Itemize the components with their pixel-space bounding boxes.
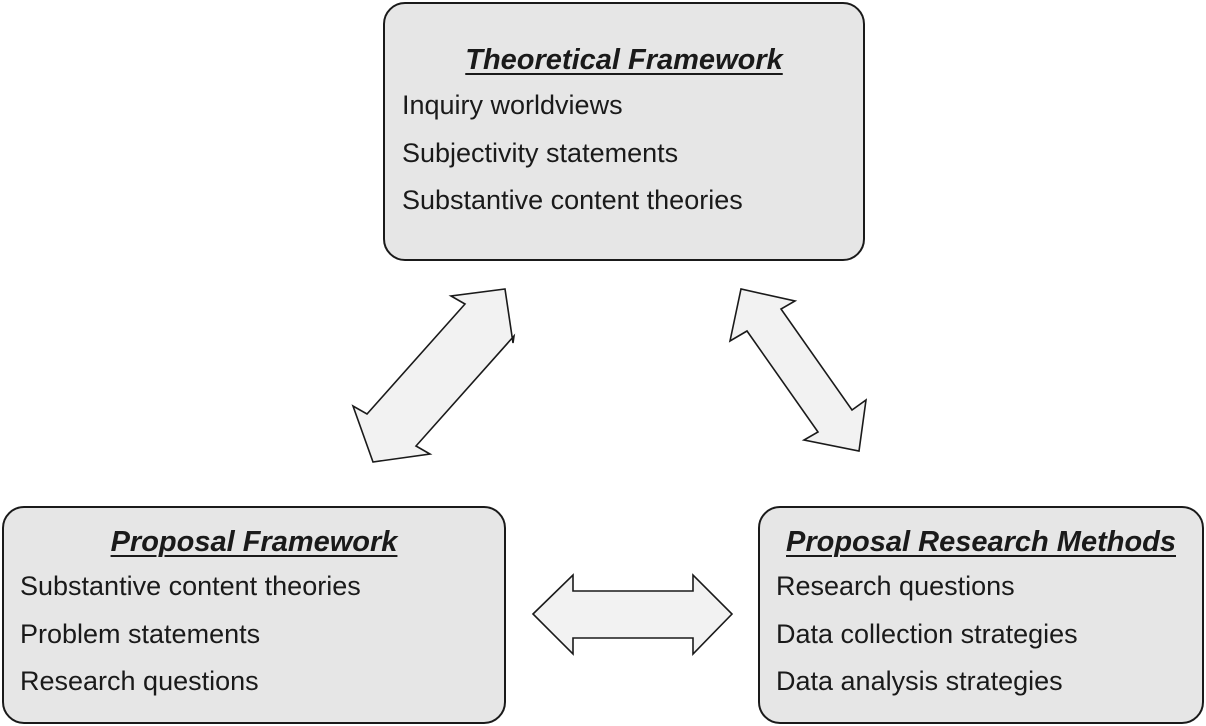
double-arrow-left-to-top (351, 288, 516, 463)
proposal-research-methods-list: Research questions Data collection strat… (776, 563, 1202, 706)
proposal-research-methods-box: Proposal Research Methods Research quest… (758, 506, 1204, 724)
list-item: Substantive content theories (402, 185, 743, 215)
proposal-framework-title: Proposal Framework (110, 526, 398, 558)
list-item: Data analysis strategies (776, 666, 1063, 696)
list-item: Problem statements (20, 618, 261, 649)
double-arrow-left-to-right (531, 573, 734, 656)
double-arrow-top-to-right (728, 288, 868, 452)
list-item: Substantive content theories (20, 571, 361, 601)
theoretical-framework-box: Theoretical Framework Inquiry worldviews… (383, 2, 865, 261)
proposal-framework-list: Substantive content theories Problem sta… (20, 563, 504, 706)
list-item: Inquiry worldviews (402, 90, 623, 120)
list-item: Subjectivity statements (402, 137, 679, 168)
theoretical-framework-title: Theoretical Framework (465, 44, 783, 76)
list-item: Data collection strategies (776, 618, 1078, 649)
proposal-framework-box: Proposal Framework Substantive content t… (2, 506, 506, 724)
list-item: Research questions (20, 666, 259, 696)
theoretical-framework-list: Inquiry worldviews Subjectivity statemen… (402, 82, 863, 225)
proposal-research-methods-title: Proposal Research Methods (786, 526, 1176, 558)
list-item: Research questions (776, 571, 1015, 601)
